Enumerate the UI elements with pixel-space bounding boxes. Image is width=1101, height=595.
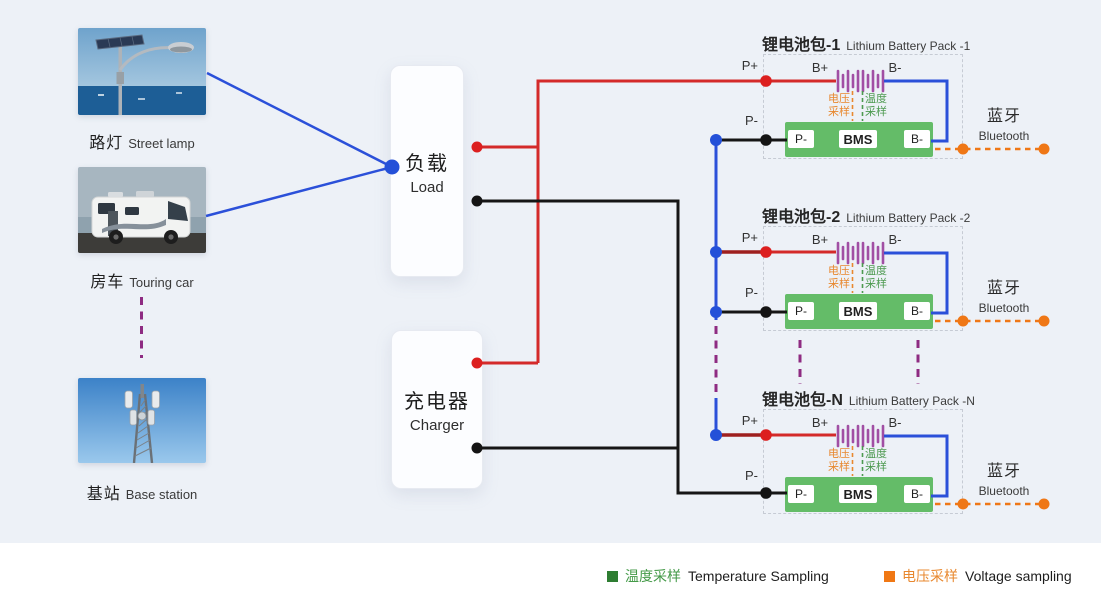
pack1-port-b-plus: B+ [811,60,829,75]
pack2-title: 锂电池包-2 Lithium Battery Pack -2 [762,203,970,227]
street-lamp-label-zh: 路灯 [89,135,124,152]
touring-car-label-en: Touring car [129,275,194,290]
voltage-legend-en: Voltage sampling [965,568,1072,584]
load-label-en: Load [410,178,444,196]
packn-title: 锂电池包-N Lithium Battery Pack -N [762,386,975,410]
pack1-bms-b-minus: B- [904,130,930,148]
base-station-label-en: Base station [125,487,198,502]
charger-box: 充电器 Charger [391,330,483,489]
charger-label-en: Charger [409,417,465,434]
packn-port-p-plus: P+ [741,413,758,428]
voltage-legend-zh: 电压采样 [902,568,958,584]
packn-port-p-minus: P- [745,468,758,483]
base-station-label-zh: 基站 [86,486,121,503]
packn-bms-bar: P- BMS B- [785,477,933,512]
pack2-port-b-minus: B- [888,232,902,247]
touring-car-label-zh: 房车 [90,274,125,291]
touring-car-label: 房车 Touring car [78,268,206,292]
street-lamp-label: 路灯 Street lamp [78,129,206,153]
pack1-title: 锂电池包-1 Lithium Battery Pack -1 [762,31,970,55]
pack1-port-b-minus: B- [888,60,902,75]
pack1-temperature-sampling-label: 温度采样 [865,93,887,118]
pack2-port-b-plus: B+ [811,232,829,247]
pack2-temperature-sampling-label: 温度采样 [865,265,887,290]
packn-title-en: Lithium Battery Pack -N [848,394,975,408]
pack2-port-p-plus: P+ [741,230,758,245]
pack2-bms-b-minus: B- [904,302,930,320]
base-station-photo [78,378,206,463]
pack2-bms-p-minus: P- [788,302,814,320]
pack2-bms-bar: P- BMS B- [785,294,933,329]
pack2-voltage-sampling-label: 电压采样 [828,265,850,290]
temperature-legend-en: Temperature Sampling [688,568,829,584]
temperature-legend-zh: 温度采样 [625,568,681,584]
pack1-title-zh: 锂电池包-1 [762,37,841,54]
street-lamp-label-en: Street lamp [128,136,195,151]
pack2-bms-label: BMS [839,302,877,320]
load-label-zh: 负载 [405,152,449,175]
packn-voltage-sampling-label: 电压采样 [828,448,850,473]
load-box: 负载 Load [390,65,464,277]
packn-bms-b-minus: B- [904,485,930,503]
packn-port-b-minus: B- [888,415,902,430]
voltage-legend-swatch [884,570,895,582]
base-station-label: 基站 Base station [78,480,206,504]
packn-bms-p-minus: P- [788,485,814,503]
pack1-title-en: Lithium Battery Pack -1 [846,39,971,53]
pack1-port-p-minus: P- [745,113,758,128]
pack2-port-p-minus: P- [745,285,758,300]
touring-car-photo [78,167,206,253]
pack1-bms-label: BMS [839,130,877,148]
pack2-title-en: Lithium Battery Pack -2 [846,211,971,225]
packn-bms-label: BMS [839,485,877,503]
street-lamp-photo [78,28,206,115]
pack1-port-p-plus: P+ [741,58,758,73]
packn-title-zh: 锂电池包-N [762,392,843,409]
pack2-title-zh: 锂电池包-2 [762,209,841,226]
temperature-legend-swatch [607,570,618,582]
pack1-bms-bar: P- BMS B- [785,122,933,157]
pack1-voltage-sampling-label: 电压采样 [828,93,850,118]
packn-port-b-plus: B+ [811,415,829,430]
pack1-bms-p-minus: P- [788,130,814,148]
packn-temperature-sampling-label: 温度采样 [865,448,887,473]
legend-voltage-sampling: 电压采样 Voltage sampling [884,566,1072,586]
charger-label-zh: 充电器 [404,391,470,413]
legend-temperature-sampling: 温度采样 Temperature Sampling [607,566,829,586]
